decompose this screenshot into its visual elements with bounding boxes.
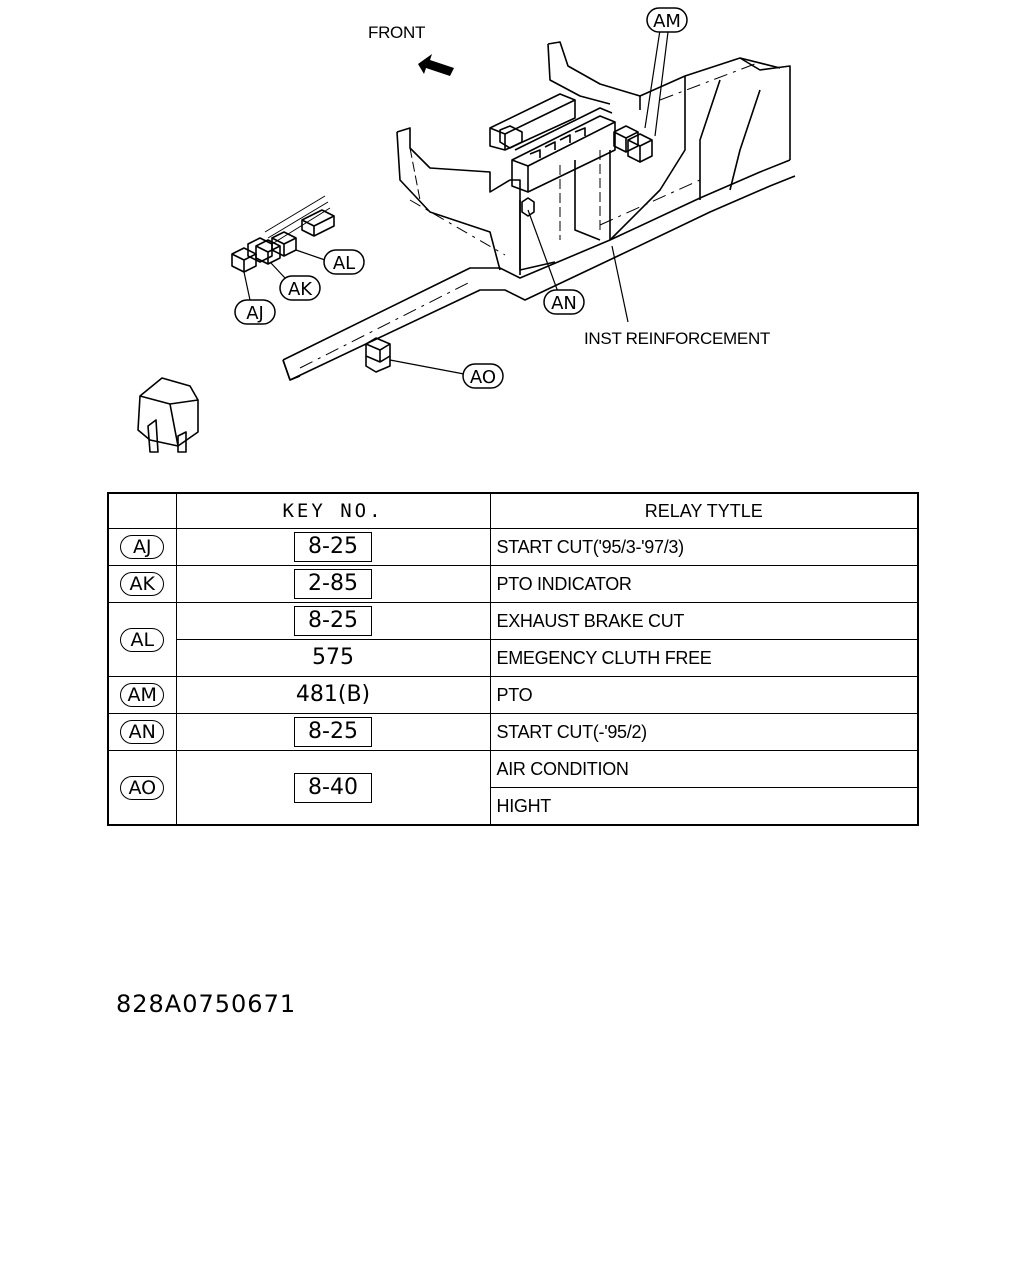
row-tag: AK [120,572,165,596]
relay-type: AIR CONDITION [489,750,919,788]
bracket-body [396,127,521,275]
table-row: AK 2-85 PTO INDICATOR [107,565,919,603]
table-row: 575 EMEGENCY CLUTH FREE [108,639,919,677]
callout-am: AM [653,11,681,32]
table-row: AL 8-25 EXHAUST BRAKE CUT [107,602,919,677]
row-tag: AN [120,720,165,744]
table-row: HIGHT [108,787,919,826]
instrument-reinforcement-diagram: FRONT INST REINFORCEMENT AM AL AK AJ AN … [137,7,796,453]
lower-rail [282,159,791,361]
key-number: 8-25 [294,606,372,636]
relay-table: KEY NO. RELAY TYTLE AJ 8-25 START CUT('9… [107,492,919,826]
front-arrow-icon [418,54,454,76]
row-tag: AJ [120,535,165,559]
an-relay [521,197,535,217]
key-number: 8-25 [294,717,372,747]
callout-aj: AJ [246,303,264,324]
inst-reinforcement-label: INST REINFORCEMENT [584,329,770,348]
table-row: AJ 8-25 START CUT('95/3-'97/3) [107,528,919,566]
relay-type: START CUT(-'95/2) [489,713,919,751]
catalog-number: 828A0750671 [116,990,297,1018]
key-number: 575 [312,645,354,670]
ao-relay [365,337,391,363]
relay-block [511,115,616,193]
aj-relay [231,247,257,273]
header-tag [107,492,177,529]
relay-type: HIGHT [489,787,919,826]
callout-ak: AK [288,279,313,300]
key-number: 8-25 [294,532,372,562]
header-key-no: KEY NO. [175,492,491,529]
callout-ao: AO [470,367,496,388]
am-relay [627,133,653,163]
table-row: AM 481(B) PTO [107,676,919,714]
relay-illustration [137,377,199,447]
callout-al: AL [333,253,355,274]
key-number: 8-40 [294,772,372,803]
table-row: AN 8-25 START CUT(-'95/2) [107,713,919,751]
relay-type: EXHAUST BRAKE CUT [489,602,919,640]
row-tag: AO [120,775,165,800]
key-number: 2-85 [294,569,372,599]
table-header-row: KEY NO. RELAY TYTLE [107,492,919,529]
relay-type: EMEGENCY CLUTH FREE [489,639,919,677]
front-label: FRONT [368,23,425,42]
row-tag: AL [120,627,165,652]
row-tag: AM [120,683,165,707]
header-relay-type: RELAY TYTLE [489,492,919,529]
table-row: AO 8-40 AIR CONDITION [107,750,919,826]
relay-type: PTO [489,676,919,714]
callout-an: AN [551,293,577,314]
relay-type: PTO INDICATOR [489,565,919,603]
key-number: 481(B) [295,682,371,707]
relay-type: START CUT('95/3-'97/3) [489,528,919,566]
